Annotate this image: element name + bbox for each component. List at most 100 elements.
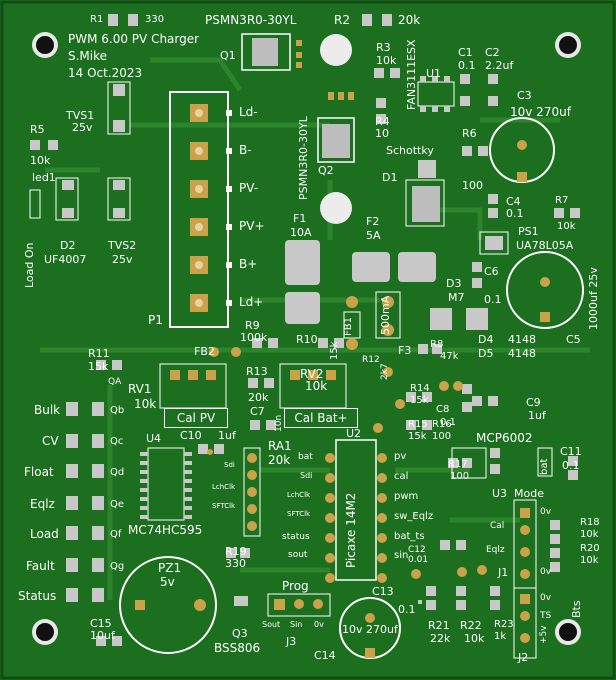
- u4-pin-label: Sdi: [224, 461, 235, 469]
- mode-label: Mode: [514, 487, 544, 500]
- r17-ref: R17: [448, 459, 468, 470]
- r16-value: 100: [432, 431, 452, 442]
- r10-value: 15k: [329, 341, 340, 360]
- c15-ref: C15: [90, 617, 112, 630]
- r18-ref: R18: [580, 517, 600, 528]
- c12-ref: C12: [408, 545, 426, 555]
- d5-value: 4148: [508, 347, 536, 360]
- r2-ref: R2: [334, 13, 350, 27]
- r23-value: 1k: [494, 631, 507, 642]
- cal-bat-label: Cal Bat+: [284, 408, 358, 428]
- c11-ref: C11: [560, 445, 582, 458]
- bts-label: Bts: [570, 600, 583, 618]
- board-title: PWM 6.00 PV Charger: [68, 32, 200, 46]
- q3-ref: Q3: [232, 627, 248, 640]
- j1-ref: J1: [498, 566, 509, 579]
- ra1-value: 20k: [268, 453, 291, 467]
- r1-ref: R1: [90, 14, 104, 25]
- r15-value: 15k: [408, 431, 427, 442]
- c14-value: 10v 270uf: [342, 623, 398, 636]
- u3-bat-label: bat: [539, 458, 550, 475]
- p1-pin-label: Ld-: [239, 105, 258, 119]
- mounting-hole: [32, 619, 58, 645]
- c8-ref: C8: [436, 404, 450, 415]
- pz1-ref: PZ1: [158, 561, 182, 575]
- u2-ref: U2: [346, 427, 362, 440]
- f1-value: 10A: [290, 226, 312, 239]
- u2-right-pin: cal: [394, 471, 409, 482]
- led-q-label: Qg: [110, 561, 125, 572]
- mounting-hole: [32, 32, 58, 58]
- led-label-eqlz: Eqlz: [30, 497, 55, 511]
- j1-pin: Cal: [490, 521, 505, 531]
- j2-pin: +5v: [539, 625, 549, 644]
- j1-pin: Eqlz: [486, 545, 505, 555]
- u2-left-pin: status: [282, 532, 310, 542]
- r11-value: 15k: [88, 360, 109, 373]
- r2-value: 20k: [398, 13, 421, 27]
- c9-value: 1uf: [528, 409, 546, 422]
- d1-ref: D1: [382, 171, 398, 184]
- r13-ref: R13: [246, 365, 268, 378]
- led-label-load: Load: [30, 527, 59, 541]
- d4-ref: D4: [478, 333, 494, 346]
- c2-ref: C2: [485, 46, 500, 59]
- c14-ref: C14: [314, 649, 336, 662]
- c1-value: 0.1: [458, 59, 476, 72]
- p1-pin-label: Ld+: [239, 295, 264, 309]
- u2-right-pin: bat_ts: [394, 531, 425, 542]
- rv1-value: 10k: [134, 397, 157, 411]
- q1-part: PSMN3R0-30YL: [205, 13, 297, 27]
- schottky-label: Schottky: [386, 144, 434, 157]
- u2-left-pin: SFTClk: [287, 510, 311, 518]
- p1-pin-label: PV+: [239, 219, 265, 233]
- j2-pin: 0v: [540, 593, 552, 603]
- r3-ref: R3: [376, 41, 391, 54]
- c13-value: 0.1: [398, 603, 416, 616]
- tvs2-ref: TVS2: [108, 239, 137, 252]
- r19-value: 330: [225, 557, 246, 570]
- u4-part: MC74HC595: [128, 523, 203, 537]
- u2-right-pin: pwm: [394, 491, 419, 502]
- r19-ref: R19: [225, 545, 247, 558]
- led-label-status: Status: [18, 589, 57, 603]
- fb1-ref: FB1: [343, 317, 354, 336]
- r20-value: 10k: [580, 555, 599, 566]
- r8-ref: R8: [430, 339, 444, 350]
- pz1-value: 5v: [160, 575, 175, 589]
- c1-ref: C1: [458, 46, 473, 59]
- tvs2-value: 25v: [112, 253, 133, 266]
- j1-pin: 0v: [540, 567, 552, 577]
- r12-value: 2k7: [380, 363, 390, 380]
- c13-ref: C13: [372, 585, 394, 598]
- d4-value: 4148: [508, 333, 536, 346]
- d2-part: UF4007: [44, 253, 87, 266]
- u4-pin-label: LchClk: [212, 483, 236, 491]
- c12-value: 0.01: [408, 555, 429, 565]
- r16-ref: R16: [432, 419, 452, 430]
- r3-value: 10k: [376, 54, 397, 67]
- r7-ref: R7: [555, 195, 569, 206]
- r5-value: 10k: [30, 154, 51, 167]
- r15-ref: R15: [408, 419, 428, 430]
- r21-ref: R21: [428, 619, 450, 632]
- f3-ref: F3: [398, 344, 412, 357]
- u4-pin-label: SFTClk: [212, 502, 236, 510]
- rv1-ref: RV1: [128, 382, 152, 396]
- c10-ref: C10: [180, 429, 202, 442]
- j3-ref: J3: [286, 635, 297, 648]
- u3-ref: U3: [492, 487, 508, 500]
- d2-ref: D2: [60, 239, 76, 252]
- cal-pv-label: Cal PV: [164, 408, 228, 428]
- led1-ref: led1: [32, 171, 56, 184]
- led-q-label: Qc: [110, 436, 124, 447]
- u2-right-pin: sw_Eqlz: [394, 511, 434, 522]
- r4-ref: R4: [375, 115, 390, 128]
- j2-pin: TS: [540, 611, 552, 621]
- ps1-ref: PS1: [518, 225, 539, 238]
- u2-left-pin: bat: [298, 452, 313, 462]
- q2-ref: Q2: [318, 164, 334, 177]
- r12-ref: R12: [362, 355, 380, 365]
